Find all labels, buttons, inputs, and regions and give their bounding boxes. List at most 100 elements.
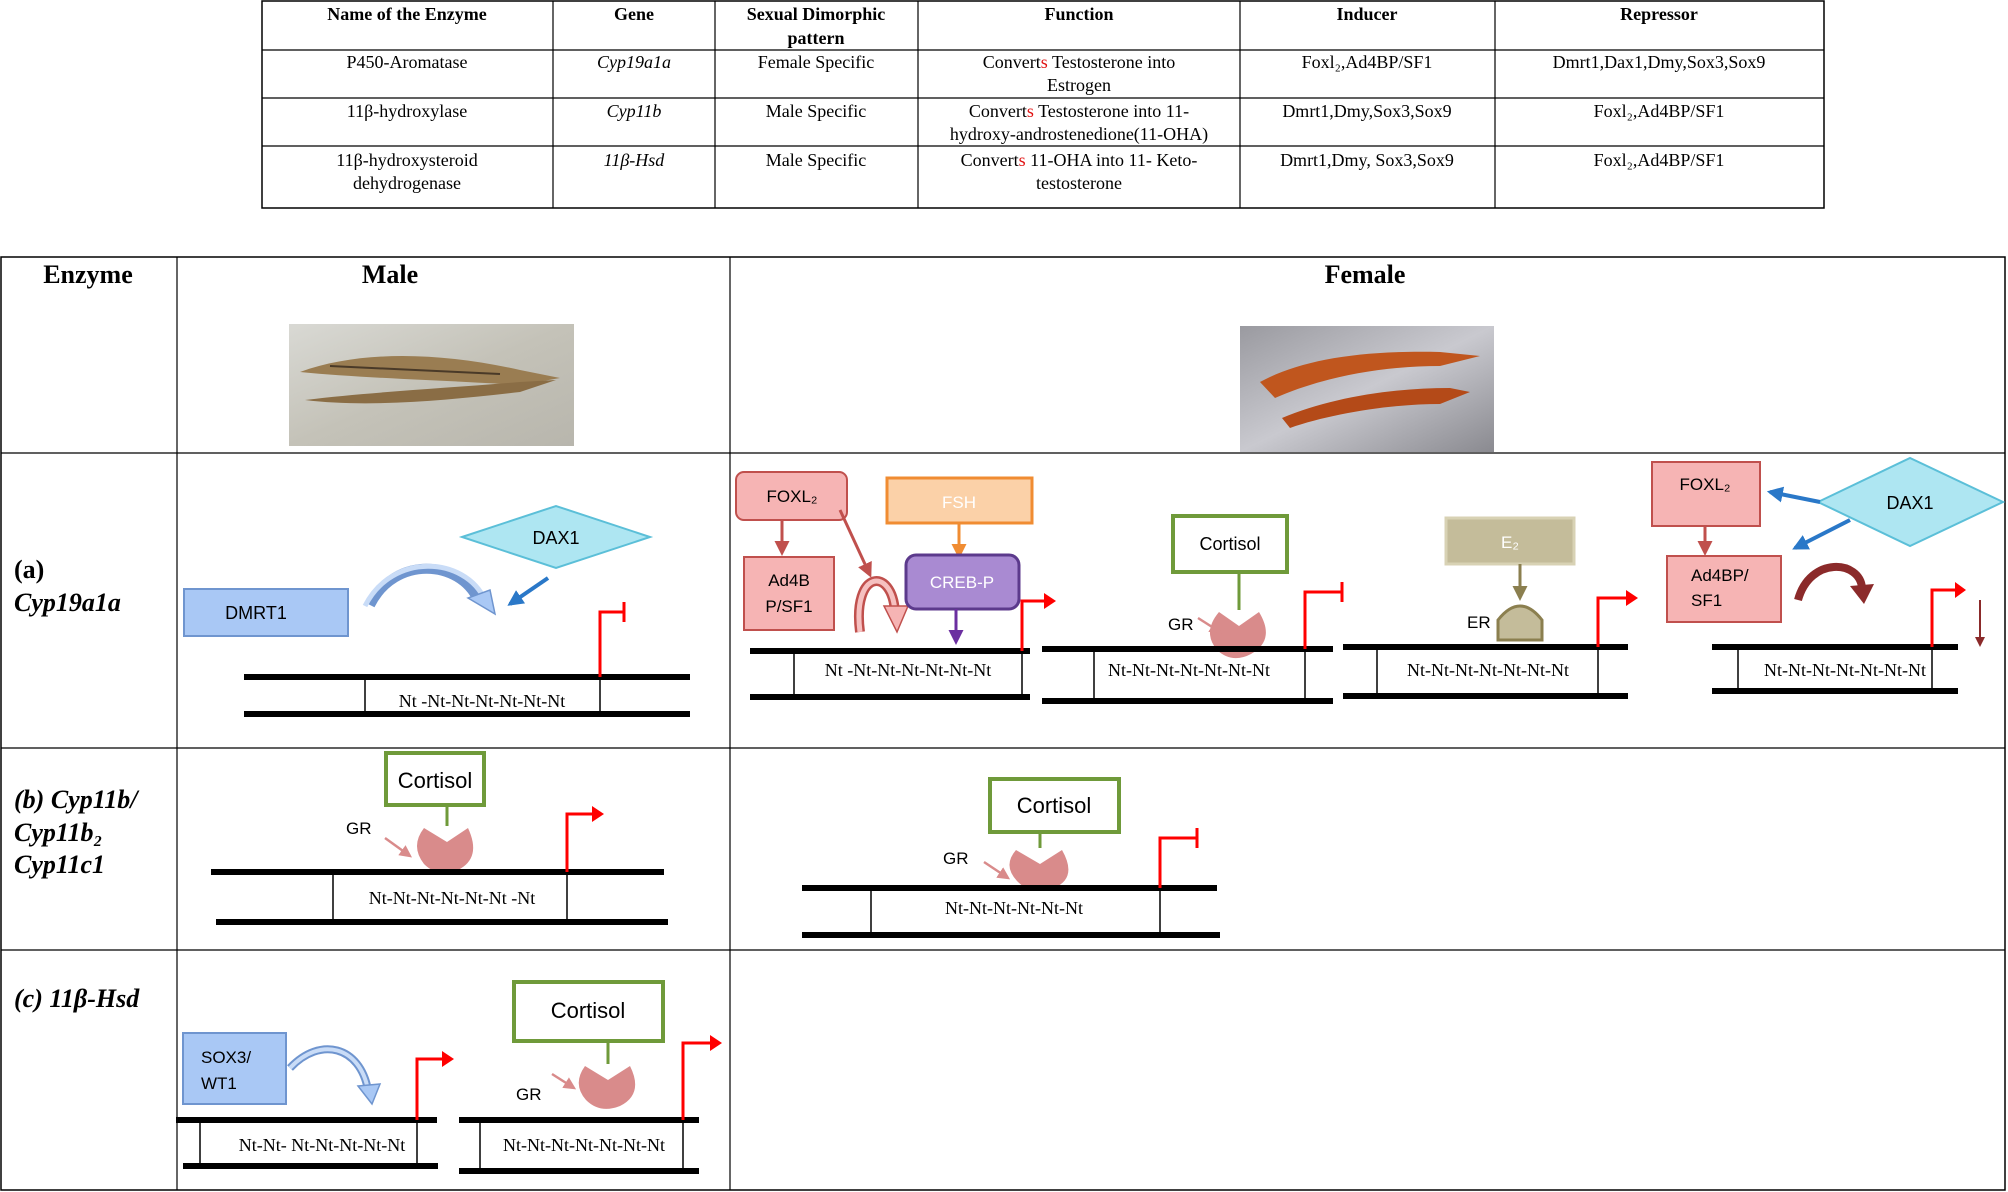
dax1-label: DAX1 [532,528,579,548]
ad4bp-label-line1: Ad4BP/ [1691,566,1749,585]
dmrt1-curved-arrow [365,563,483,608]
gr-label-male-c: GR [516,1085,542,1104]
sox3-curved-arrow [287,1045,372,1091]
promoter-active-male-c2 [681,1041,714,1120]
cortisol-box-male-b [384,751,486,807]
ad4bp-repressed-curved-arrow [1794,563,1866,602]
table-row1-repressor: Dmrt1,Dax1,Dmy,Sox3,Sox9 [1553,52,1766,72]
table-header-name: Name of the Enzyme [327,4,486,24]
table-header-inducer: Inducer [1336,4,1397,24]
table-row3-function-line1: Converts 11-OHA into 11- Keto- [961,150,1198,170]
row-b-line1: (b) Cyp11b/ [14,785,140,814]
dmrt1-box [183,588,349,637]
table-row3-pattern: Male Specific [766,150,866,170]
gr-receptor-male-c [578,1066,636,1109]
dna-female-a3-label: Nt-Nt-Nt-Nt-Nt-Nt-Nt [1407,660,1569,680]
dna-male-c2: Nt-Nt-Nt-Nt-Nt-Nt-Nt [459,1117,699,1174]
cortisol-label-male-b: Cortisol [398,768,473,793]
promoter-active-female-a4 [1930,588,1958,647]
table-row2-repressor: Foxl₂,Ad4BP/SF1 [1594,101,1725,121]
grid-header-enzyme: Enzyme [43,260,133,289]
foxl2-box [735,471,848,521]
male-gonad-photo [289,324,574,446]
ad4b-label-line1: Ad4B [768,571,810,590]
dna-male-c1-label: Nt-Nt- Nt-Nt-Nt-Nt-Nt [239,1135,405,1155]
dna-female-a1: Nt -Nt-Nt-Nt-Nt-Nt-Nt [750,648,1030,700]
table-row3-repressor: Foxl₂,Ad4BP/SF1 [1594,150,1725,170]
dna-male-b-label: Nt-Nt-Nt-Nt-Nt-Nt -Nt [369,888,535,908]
row-a-label: (a) [14,555,44,584]
foxl2-label: FOXL₂ [767,487,818,506]
dna-male-c2-label: Nt-Nt-Nt-Nt-Nt-Nt-Nt [503,1135,665,1155]
table-header-function: Function [1044,4,1113,24]
promoter-active-female-a1 [1020,599,1048,651]
table-row3-inducer: Dmrt1,Dmy, Sox3,Sox9 [1280,150,1454,170]
gr-receptor-male-b [417,828,474,873]
ad4bp-label-line2: SF1 [1691,591,1722,610]
cortisol-box-male-c [512,980,665,1043]
table-row2-inducer: Dmrt1,Dmy,Sox3,Sox9 [1282,101,1451,121]
gr-label-female-b: GR [943,849,969,868]
table-header-gene: Gene [614,4,654,24]
cortisol-label-female-a: Cortisol [1199,534,1260,554]
male-b-panel: Cortisol GR Nt-Nt-Nt-Nt-Nt-Nt -Nt [211,751,668,925]
creb-label: CREB-P [930,573,994,592]
male-a-panel: DMRT1 DAX1 Nt -Nt-Nt-Nt-Nt-Nt-Nt [183,504,690,717]
promoter-active-male-b [565,812,595,872]
dax1-inhibit-arrow [507,576,550,606]
dna-male-c1: Nt-Nt- Nt-Nt-Nt-Nt-Nt [176,1117,438,1169]
gr-label-female-a: GR [1168,615,1194,634]
table-row1-gene: Cyp19a1a [597,52,671,72]
table-row2-gene: Cyp11b [607,101,662,121]
table-header-repressor: Repressor [1620,4,1698,24]
foxl2-to-promoter-arrow [838,509,872,578]
table-row2-pattern: Male Specific [766,101,866,121]
dna-female-a2: Nt-Nt-Nt-Nt-Nt-Nt-Nt [1042,646,1333,704]
table-row1-function-line2: Estrogen [1047,75,1111,95]
dna-male-a: Nt -Nt-Nt-Nt-Nt-Nt-Nt [244,674,690,717]
er-label: ER [1467,613,1491,632]
dna-male-b: Nt-Nt-Nt-Nt-Nt-Nt -Nt [211,869,668,925]
dna-female-a3: Nt-Nt-Nt-Nt-Nt-Nt-Nt [1343,644,1628,699]
row-c-label: (c) 11β-Hsd [14,984,140,1013]
dna-female-a2-label: Nt-Nt-Nt-Nt-Nt-Nt-Nt [1108,660,1270,680]
female-gonad-photo [1240,326,1494,452]
male-c-panel: SOX3/ WT1 Nt-Nt- Nt-Nt-Nt-Nt-Nt Cortisol… [176,980,722,1174]
gr-receptor-female-b [1009,850,1069,891]
sox3-box [182,1032,287,1105]
female-a-panel: FOXL₂ FSH Ad4B P/SF1 CREB-P Nt -Nt-Nt-Nt… [735,456,2006,704]
dax1-diamond [458,504,654,570]
table-row2-function-line2: hydroxy-androstenedione(11-OHA) [950,124,1208,145]
grid-header-female: Female [1325,260,1406,289]
promoter-blocked-female-b [1158,828,1199,888]
table-row2-function-line1: Converts Testosterone into 11- [969,101,1189,121]
table-row1-pattern: Female Specific [758,52,874,72]
e2-box [1444,516,1576,566]
row-b-line2: Cyp11b₂ [14,818,103,847]
row-a-gene: Cyp19a1a [14,588,121,617]
table-row2-name: 11β-hydroxylase [347,101,467,121]
table-row3-function-line2: testosterone [1036,173,1122,193]
table-row1-inducer: Foxl₂,Ad4BP/SF1 [1302,52,1433,72]
ad4bp-box [1666,555,1782,623]
dax1-diamond-female [1815,456,2006,548]
dna-female-b-label: Nt-Nt-Nt-Nt-Nt-Nt [945,898,1083,918]
cortisol-label-male-c: Cortisol [551,998,626,1023]
dna-female-a4-label: Nt-Nt-Nt-Nt-Nt-Nt-Nt [1764,660,1926,680]
table-row1-name: P450-Aromatase [347,52,468,72]
creb-box [904,553,1021,611]
dax1-to-foxl2-arrow [1766,486,1821,504]
promoter-active-male-c1 [415,1057,445,1120]
table-row3-name-line1: 11β-hydroxysteroid [336,150,477,170]
fsh-label: FSH [942,493,976,512]
table-row3-gene: 11β-Hsd [604,150,666,170]
ad4b-box [743,556,835,631]
cortisol-box-female-b [988,777,1121,834]
row-b-line3: Cyp11c1 [14,850,105,879]
sox3-label-line2: WT1 [201,1074,237,1093]
table-row3-name-line2: dehydrogenase [353,173,461,193]
dna-female-b: Nt-Nt-Nt-Nt-Nt-Nt [802,885,1220,938]
table-header-pattern-line1: Sexual Dimorphic [747,4,886,24]
dna-male-a-label: Nt -Nt-Nt-Nt-Nt-Nt-Nt [399,691,565,711]
